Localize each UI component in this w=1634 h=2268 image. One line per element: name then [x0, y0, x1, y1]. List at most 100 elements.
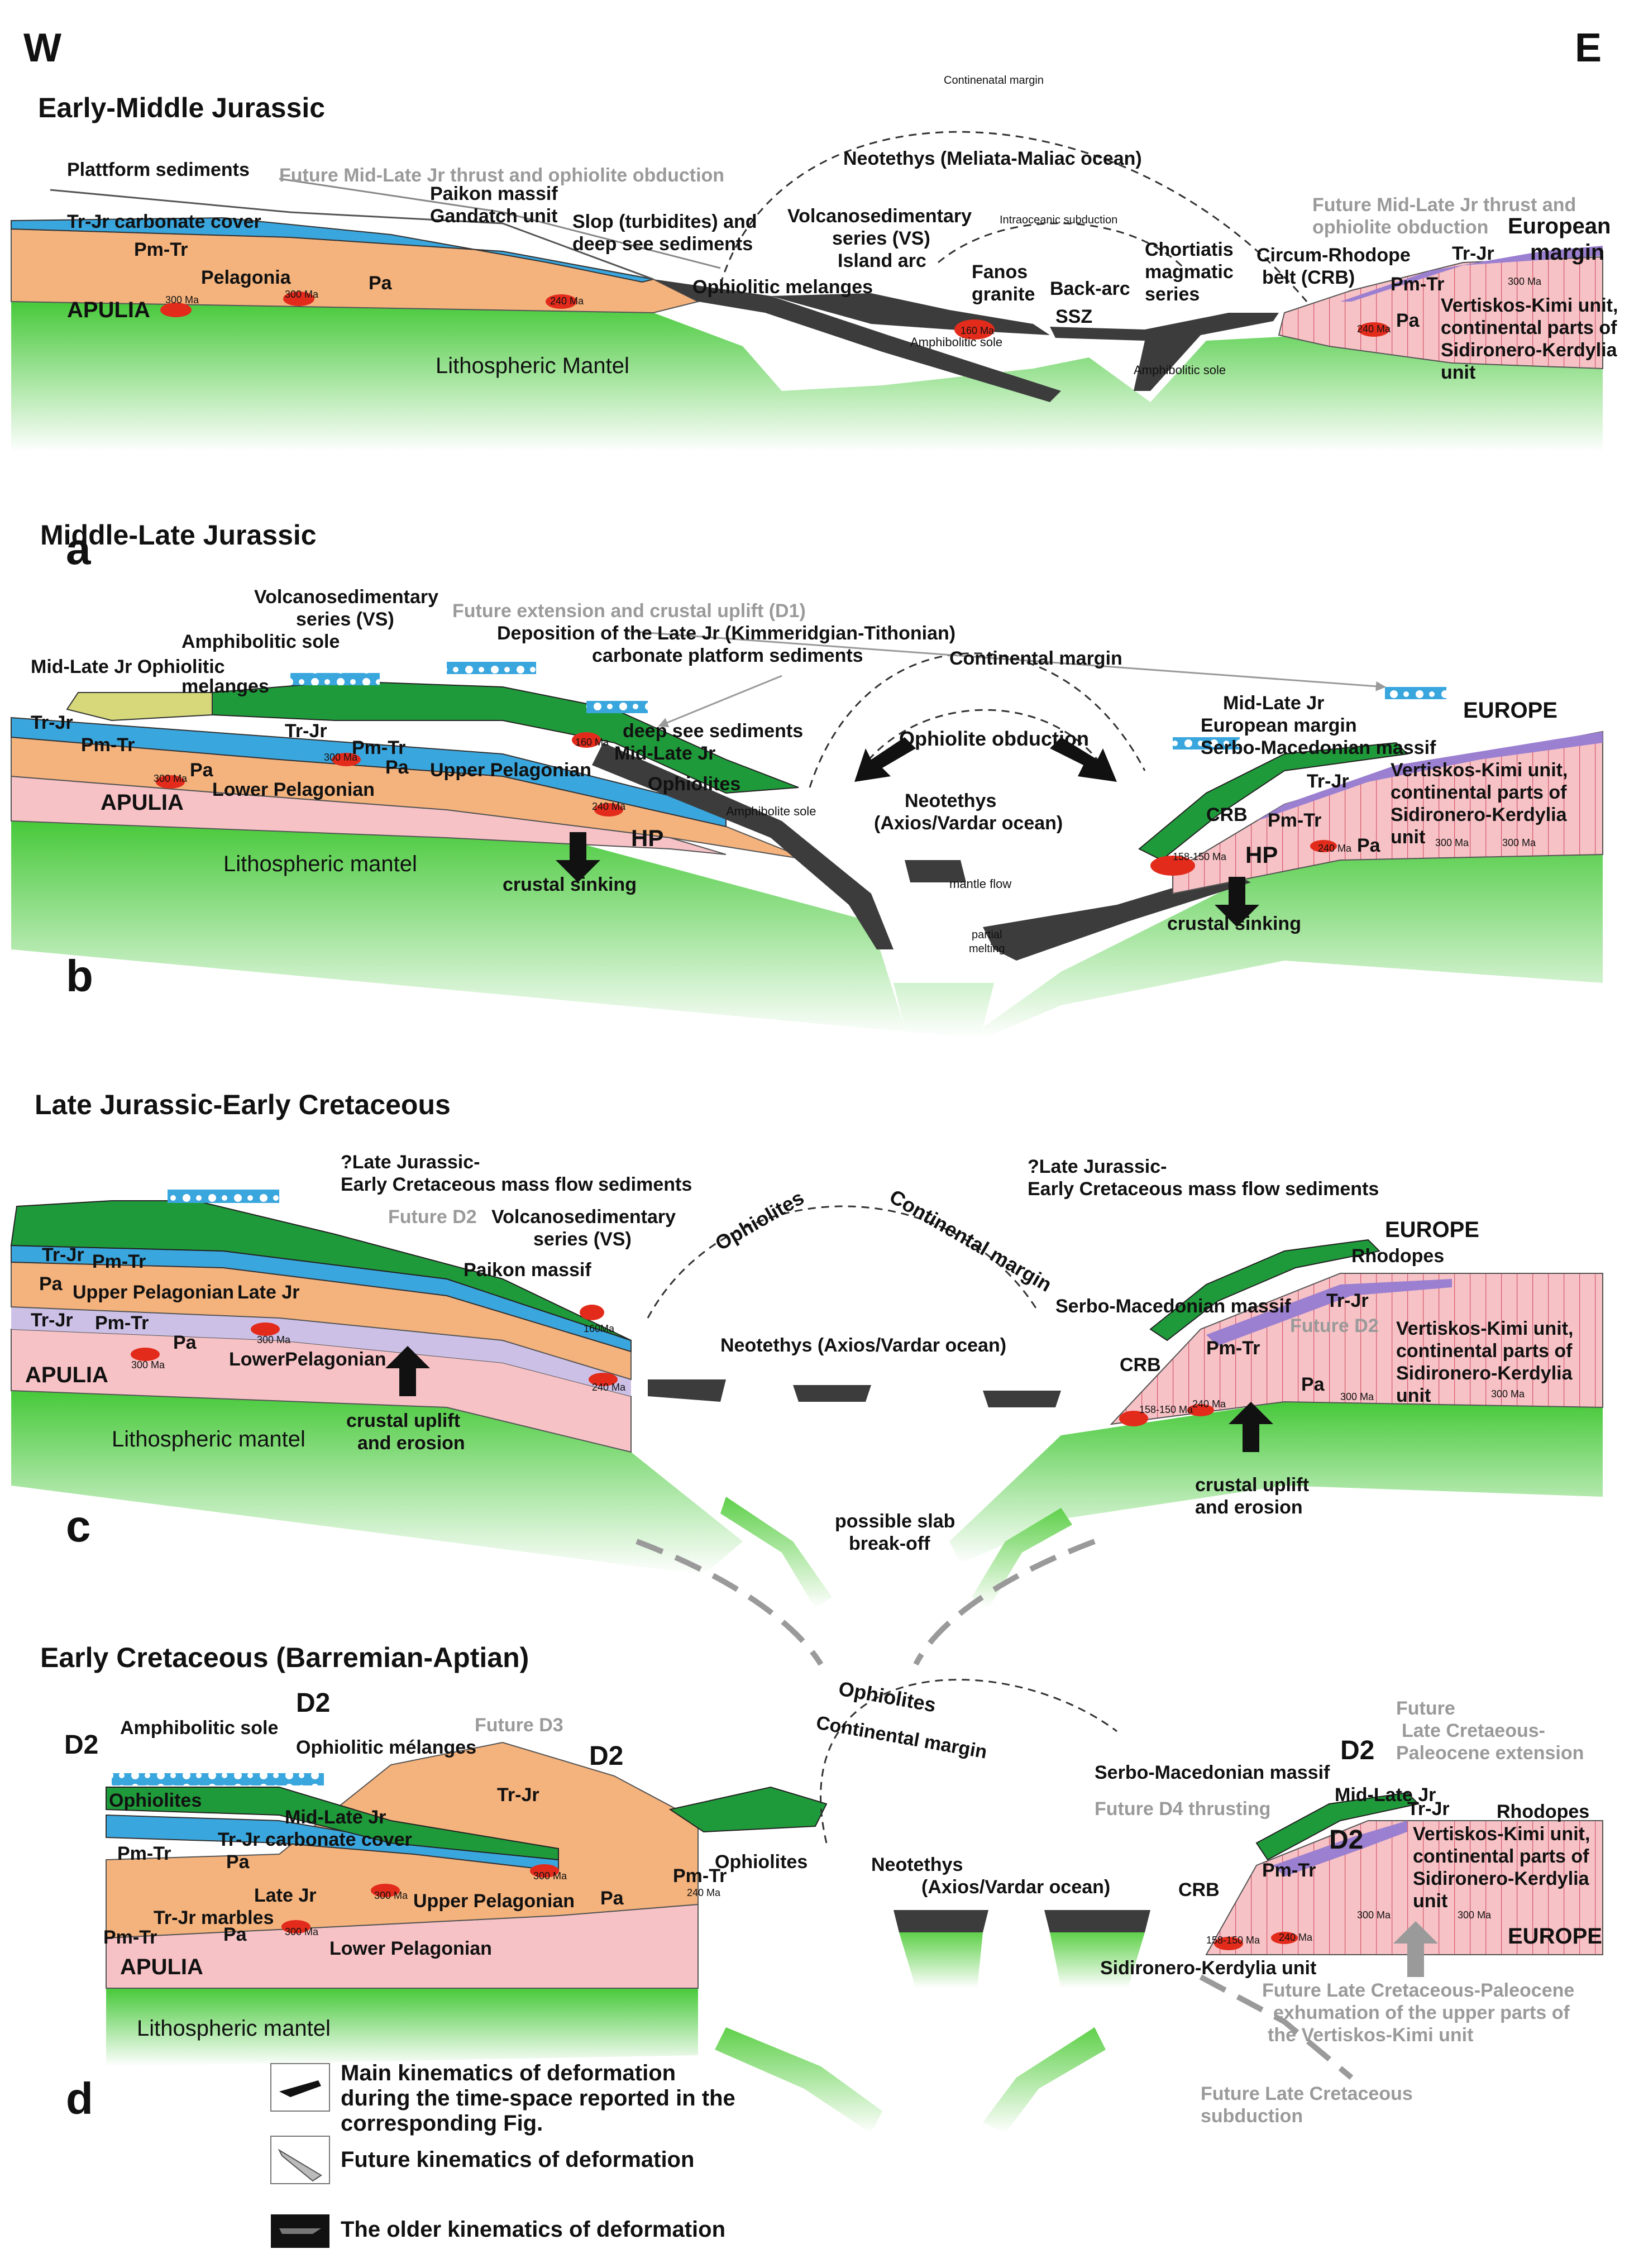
label-deposition1: Deposition of the Late Jr (Kimmeridgian-… — [497, 623, 955, 644]
label-crb-d: CRB — [1178, 1879, 1220, 1901]
label-ma240-b: 240 Ma — [592, 801, 626, 812]
lithospheric-mantle-b — [11, 821, 1603, 1039]
label-future-ext1-d: Future — [1396, 1698, 1455, 1719]
label-future-sub2-d: subduction — [1201, 2105, 1303, 2127]
ocean-block-c2 — [793, 1385, 871, 1402]
label-serbo-c: Serbo-Macedonian massif — [1055, 1296, 1291, 1317]
label-sidironero-d: Sidironero-Kerdylia unit — [1100, 1957, 1316, 1979]
label-trjr-cover: Tr-Jr carbonate cover — [67, 211, 261, 232]
panel-a-text: Early-Middle Jurassic a Plattform sedime… — [38, 74, 1618, 574]
label-trjr-e-a: Tr-Jr — [1452, 243, 1494, 264]
label-ma240e-d: 240 Ma — [1279, 1932, 1313, 1943]
label-european1: European — [1508, 214, 1611, 238]
granite-a3 — [546, 294, 577, 309]
label-pmtr3-d: Pm-Tr — [673, 1865, 727, 1887]
label-midlate-d: Mid-Late Jr — [285, 1807, 386, 1828]
label-paikon: Paikon massif — [430, 183, 558, 204]
obduction-arc-b — [859, 709, 1107, 771]
label-ma300b-d: 300 Ma — [374, 1890, 408, 1901]
label-pmtr-e-b: Pm-Tr — [1268, 810, 1321, 831]
granite-b5 — [1150, 856, 1195, 876]
label-pmtr: Pm-Tr — [134, 239, 188, 260]
label-lower-pel-b: Lower Pelagonian — [212, 779, 375, 800]
label-intraoceanic: Intraoceanic subduction — [1000, 214, 1117, 226]
panel-b-text: Middle-Late Jurassic b Volcanosedimentar… — [31, 519, 1568, 1001]
panel-c-text: Late Jurassic-Early Cretaceous c ?Late J… — [25, 1089, 1573, 1554]
label-exhum1-d: Future Late Cretaceous-Paleocene — [1262, 1980, 1574, 2001]
label-pa-d: Pa — [226, 1851, 250, 1873]
label-ma240e-b: 240 Ma — [1318, 843, 1352, 854]
label-trjr-cover-d: Tr-Jr carbonate cover — [218, 1829, 412, 1850]
legend-future-label: Future kinematics of deformation — [341, 2147, 694, 2172]
compass-labels: W E — [23, 26, 1602, 70]
gray-arrow-b1 — [625, 630, 1386, 691]
label-crustal-sinking-e-b: crustal sinking — [1167, 913, 1301, 934]
label-pa: Pa — [369, 273, 393, 294]
label-backarc: Back-arc — [1050, 278, 1130, 299]
label-pa2-d: Pa — [600, 1888, 624, 1909]
panel-d-text: Early Cretaceous (Barremian-Aptian) d D2… — [40, 1642, 1602, 2127]
label-vk1-b: Vertiskos-Kimi unit, — [1391, 760, 1568, 781]
label-trjr-e-c: Tr-Jr — [1326, 1290, 1369, 1311]
label-lith-a: Lithospheric Mantel — [436, 354, 629, 378]
ocean-block-c1 — [648, 1379, 726, 1402]
label-slab2-c: break-off — [849, 1533, 930, 1554]
legend-older-label: The older kinematics of deformation — [341, 2217, 725, 2242]
label-trjr2-c: Tr-Jr — [31, 1310, 73, 1331]
label-upper-pel-b: Upper Pelagonian — [430, 760, 591, 781]
continental-margin-arc-c — [647, 1205, 1040, 1319]
label-amph-sole2-b: Amphibolite sole — [726, 804, 816, 818]
label-mass-e2-c: Early Cretaceous mass flow sediments — [1028, 1178, 1379, 1200]
label-future-e2: ophiolite obduction — [1312, 217, 1488, 238]
label-ma300e-a: 300 Ma — [1508, 276, 1542, 287]
label-chortiatis3: series — [1145, 284, 1200, 305]
label-vk2-b: continental parts of — [1391, 782, 1567, 803]
slab-d-e — [983, 2027, 1106, 2133]
legend-main-line3: corresponding Fig. — [341, 2111, 543, 2136]
ophiolite-c — [10, 1200, 632, 1341]
label-european2: margin — [1530, 240, 1604, 265]
label-slop2: deep see sediments — [572, 233, 753, 255]
label-ma300a-c: 300 Ma — [131, 1359, 165, 1371]
label-ma300b: 300 Ma — [285, 289, 319, 300]
mantle-block-d2 — [1050, 1932, 1145, 1988]
label-ma300b-b: 300 Ma — [324, 752, 358, 763]
label-midlate-e-b: Mid-Late Jr — [1223, 693, 1324, 714]
ophiolite-d — [106, 1787, 559, 1861]
label-midlate-oph1: Mid-Late Jr Ophiolitic — [31, 656, 225, 677]
label-crustal-sinking-b: crustal sinking — [503, 874, 637, 895]
label-vs1: Volcanosedimentary — [787, 206, 972, 227]
label-ma240-c: 240 Ma — [592, 1382, 626, 1393]
label-mass2-c: Early Cretaceous mass flow sediments — [341, 1174, 692, 1195]
label-trjr2-b: Tr-Jr — [285, 720, 327, 742]
label-apulia-c: APULIA — [25, 1363, 108, 1387]
oceanic-slab-b2 — [983, 871, 1251, 961]
rhodope-ophiolite-c — [1149, 1239, 1381, 1341]
label-future-ext-b: Future extension and crustal uplift (D1) — [452, 600, 806, 622]
label-vk1-c: Vertiskos-Kimi unit, — [1396, 1318, 1573, 1339]
label-pa-e-a: Pa — [1396, 310, 1420, 331]
label-chortiatis1: Chortiatis — [1145, 239, 1234, 260]
crb-ophiolite-b — [1138, 742, 1409, 861]
label-ma160-b: 160 Ma — [575, 737, 609, 748]
panel-d — [106, 1679, 1603, 2133]
label-future-d4: Future D4 thrusting — [1095, 1798, 1270, 1820]
label-crb1: Circum-Rhodope — [1256, 245, 1411, 266]
mantle-block-d1 — [899, 1932, 983, 1988]
continental-margin-arc-b — [809, 652, 1146, 788]
slab-c-w — [720, 1497, 832, 1608]
panel-c-letter: c — [66, 1501, 91, 1551]
label-trjr-b: Tr-Jr — [31, 712, 73, 733]
slab-dash-w — [636, 1539, 824, 1666]
legend-main-line2: during the time-space reported in the — [341, 2086, 735, 2111]
label-ma300e2-d: 300 Ma — [1458, 1909, 1492, 1921]
label-paikon-c: Paikon massif — [464, 1259, 591, 1281]
label-d2a: D2 — [64, 1730, 98, 1760]
granite-c4 — [580, 1305, 604, 1320]
label-ma300e1-b: 300 Ma — [1435, 837, 1469, 848]
label-ma240-d: 240 Ma — [687, 1887, 721, 1898]
lavender-c — [11, 1307, 631, 1396]
obduction-arrow-w — [854, 737, 916, 782]
fault-line-a — [50, 189, 654, 280]
label-ma300e2-b: 300 Ma — [1502, 837, 1536, 848]
